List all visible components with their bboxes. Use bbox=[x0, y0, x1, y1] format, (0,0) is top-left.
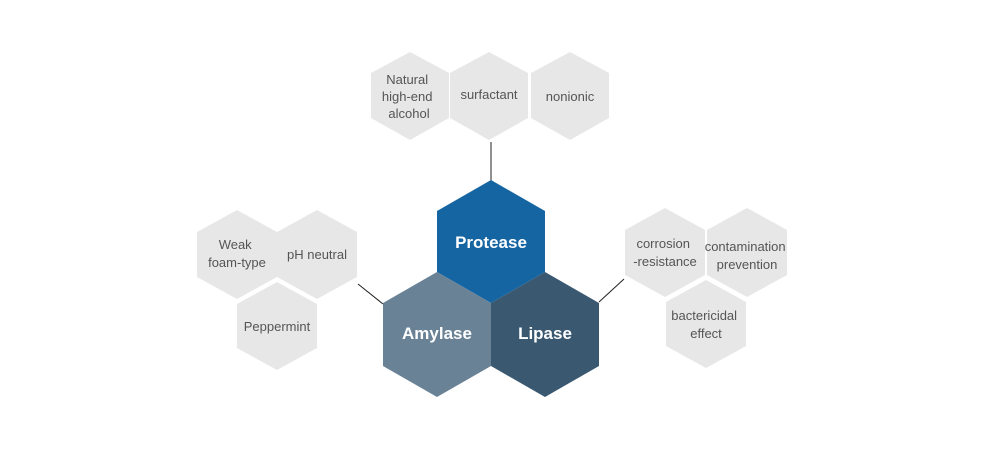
hex-bactericidal bbox=[666, 280, 746, 368]
hex-surfactant bbox=[450, 52, 528, 140]
hex-ph-neutral bbox=[277, 210, 357, 299]
connector-right bbox=[598, 278, 625, 303]
hex-weak-foam bbox=[197, 210, 277, 299]
label-surfactant: surfactant bbox=[460, 87, 517, 102]
hex-contamination bbox=[707, 208, 787, 297]
hex-lipase bbox=[491, 272, 599, 397]
label-peppermint: Peppermint bbox=[244, 319, 311, 334]
label-weak-foam: Weak foam-type bbox=[208, 237, 266, 270]
label-corrosion: corrosion -resistance bbox=[633, 236, 697, 269]
label-bactericidal: bactericidal effect bbox=[671, 308, 740, 341]
hex-protease bbox=[437, 180, 545, 303]
label-protease: Protease bbox=[455, 233, 527, 252]
label-amylase: Amylase bbox=[402, 324, 472, 343]
label-ph-neutral: pH neutral bbox=[287, 247, 347, 262]
label-natural-alcohol: Natural high-end alcohol bbox=[382, 72, 436, 121]
label-contamination: contamination prevention bbox=[705, 239, 790, 272]
connector-left bbox=[357, 283, 384, 305]
hex-nonionic bbox=[531, 52, 609, 140]
hex-amylase bbox=[383, 272, 491, 397]
hex-corrosion bbox=[625, 208, 705, 297]
label-lipase: Lipase bbox=[518, 324, 572, 343]
hex-peppermint bbox=[237, 282, 317, 370]
label-nonionic: nonionic bbox=[546, 89, 595, 104]
hex-natural-alcohol bbox=[371, 52, 449, 140]
